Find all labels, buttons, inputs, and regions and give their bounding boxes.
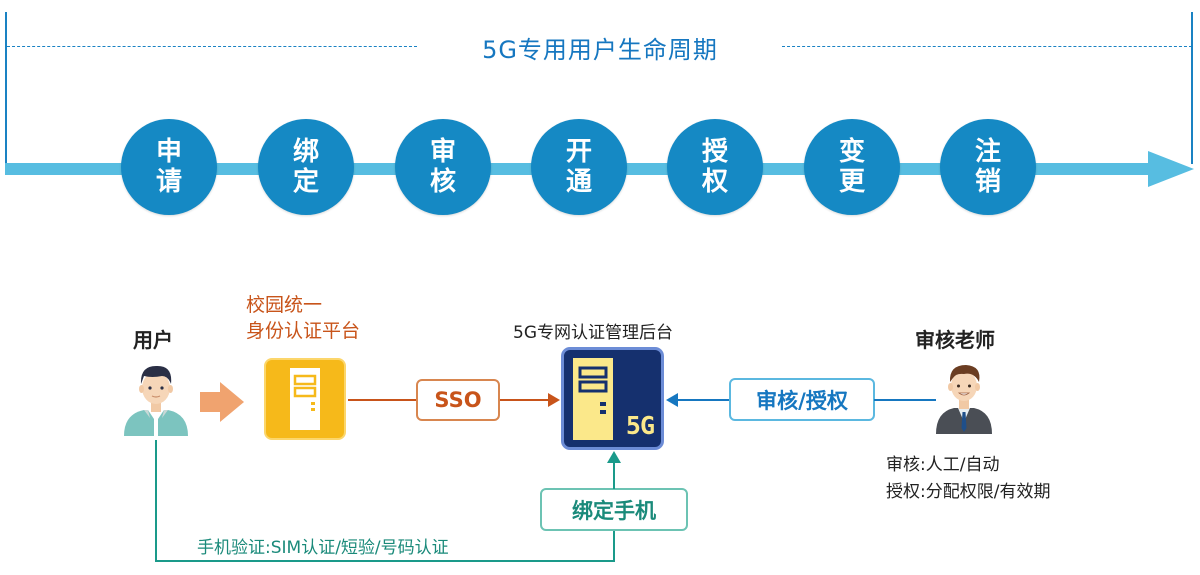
stage-activate: 开 通 [531, 119, 627, 215]
bind-phone-connector-low [613, 530, 615, 562]
stage-label-line1: 申 [155, 137, 182, 167]
audit-connector-left [678, 399, 730, 401]
audit-authorize-label-box: 审核/授权 [729, 378, 875, 421]
campus-platform-label-line2: 身份认证平台 [246, 320, 361, 342]
sso-connector-right [500, 399, 550, 401]
teacher-avatar-icon [936, 365, 992, 434]
sso-arrow-icon [548, 393, 560, 407]
stage-label-line2: 请 [155, 167, 182, 197]
phone-verify-connector-bottom [155, 560, 615, 562]
server-icon [290, 368, 320, 430]
stage-label-line2: 销 [974, 167, 1001, 197]
stage-cancel: 注 销 [940, 119, 1036, 215]
stage-label-line1: 绑 [292, 137, 319, 167]
backend-5g-badge: 5G [625, 411, 655, 440]
stage-label-line2: 通 [565, 167, 592, 197]
stage-label-line1: 注 [974, 137, 1001, 167]
lifecycle-title: 5G专用用户生命周期 [482, 36, 718, 64]
stage-label-line1: 开 [565, 137, 592, 167]
dashed-line-right [782, 46, 1192, 47]
user-to-platform-arrow-icon [220, 382, 244, 422]
stage-review: 审 核 [395, 119, 491, 215]
timeline-arrow-icon [1148, 151, 1194, 187]
stage-change: 变 更 [804, 119, 900, 215]
audit-connector-right [874, 399, 936, 401]
backend-label: 5G专网认证管理后台 [513, 323, 673, 343]
stage-label-line1: 授 [701, 137, 728, 167]
teacher-label: 审核老师 [915, 328, 995, 352]
stage-label-line2: 定 [292, 167, 319, 197]
lifecycle-bracket-right [1191, 12, 1193, 164]
backend-5g-server: 5G [561, 347, 664, 450]
stage-label-line1: 审 [429, 137, 456, 167]
campus-platform-label-line1: 校园统一 [246, 294, 323, 316]
server-5g-icon [573, 358, 613, 440]
stage-label-line2: 核 [429, 167, 456, 197]
user-label: 用户 [133, 328, 173, 352]
user-to-platform-arrow-body [200, 392, 222, 412]
campus-platform-label: 校园统一 身份认证平台 [246, 292, 360, 344]
teacher-audit-info: 审核:人工/自动 [886, 455, 1000, 475]
lifecycle-bracket-left [5, 12, 7, 164]
stage-label-line2: 更 [838, 167, 865, 197]
stage-bind: 绑 定 [258, 119, 354, 215]
audit-arrow-icon [666, 393, 678, 407]
campus-platform-server [264, 358, 346, 440]
bind-phone-label-box: 绑定手机 [540, 488, 688, 531]
phone-verify-connector-down [155, 440, 157, 562]
user-avatar-icon [124, 365, 188, 436]
bind-phone-arrow-icon [607, 451, 621, 463]
stage-authorize: 授 权 [667, 119, 763, 215]
sso-label-box: SSO [416, 379, 500, 421]
stage-apply: 申 请 [121, 119, 217, 215]
phone-verify-label: 手机验证:SIM认证/短验/号码认证 [197, 538, 449, 558]
dashed-line-left [7, 46, 417, 47]
stage-label-line1: 变 [838, 137, 865, 167]
stage-label-line2: 权 [701, 167, 728, 197]
bind-phone-connector-high [613, 462, 615, 489]
teacher-authorize-info: 授权:分配权限/有效期 [886, 482, 1051, 502]
sso-connector-left [348, 399, 416, 401]
